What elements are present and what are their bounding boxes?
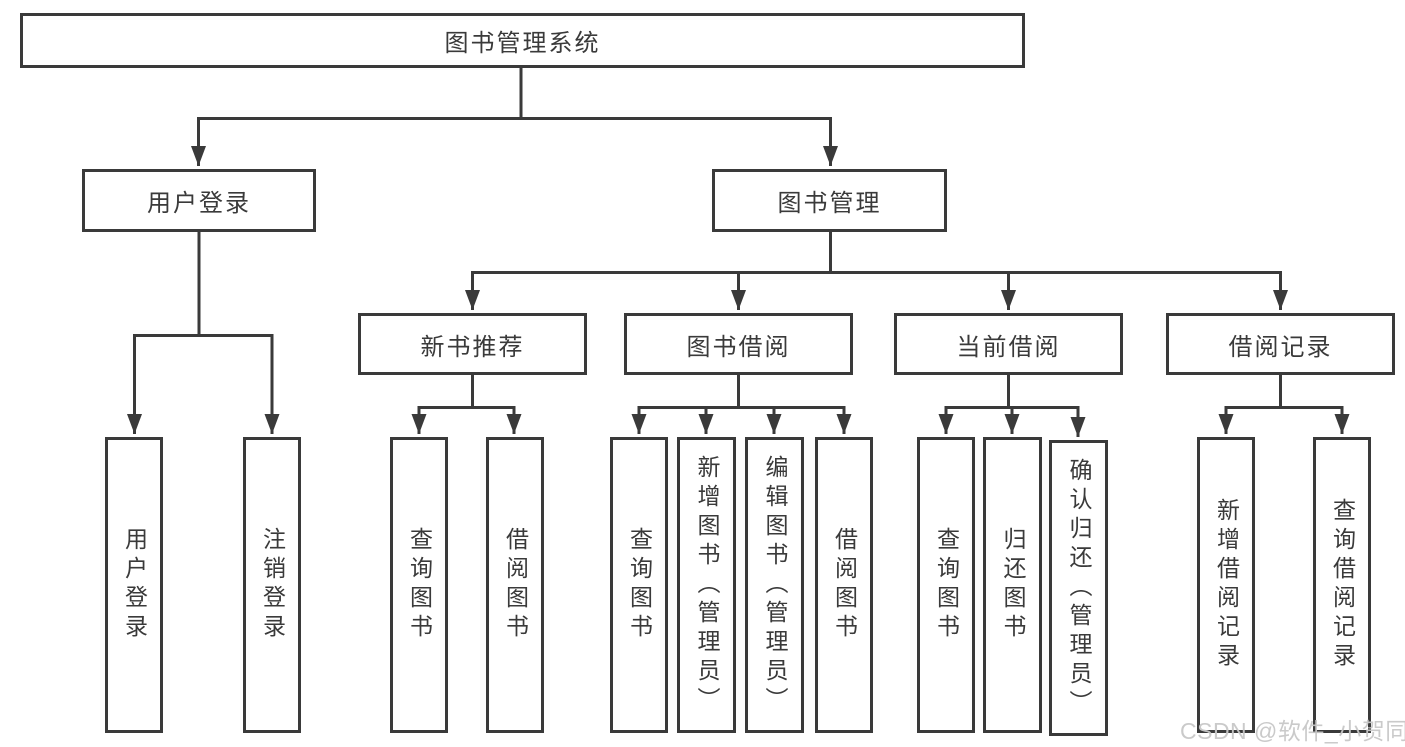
node-book-borrow-label: 图书借阅 xyxy=(686,333,791,361)
leaf-records-query-record: 查询借阅记录 xyxy=(1313,437,1371,733)
leaf-current-return-books-label: 归还图书 xyxy=(1000,527,1026,643)
node-book-management: 图书管理 xyxy=(712,169,947,232)
leaf-current-confirm-return-admin-label: 确认归还（管理员） xyxy=(1066,457,1092,719)
node-user-login: 用户登录 xyxy=(82,169,316,232)
leaf-logout: 注销登录 xyxy=(243,437,301,733)
node-user-login-label: 用户登录 xyxy=(147,190,251,217)
leaf-user-login: 用户登录 xyxy=(105,437,163,733)
node-new-book-recommend-label: 新书推荐 xyxy=(420,333,525,361)
leaf-borrow-edit-books-admin-label: 编辑图书（管理员） xyxy=(762,454,788,716)
node-borrow-records: 借阅记录 xyxy=(1166,313,1395,375)
leaf-borrow-borrow-books-label: 借阅图书 xyxy=(831,527,858,643)
connector-group xyxy=(127,68,1350,437)
leaf-logout-label: 注销登录 xyxy=(259,527,286,643)
node-system-root: 图书管理系统 xyxy=(20,13,1025,68)
leaf-recommend-borrow-books-label: 借阅图书 xyxy=(502,527,529,643)
node-new-book-recommend: 新书推荐 xyxy=(358,313,587,375)
node-borrow-records-label: 借阅记录 xyxy=(1228,333,1333,361)
leaf-current-query-books: 查询图书 xyxy=(917,437,975,733)
leaf-borrow-add-books-admin: 新增图书（管理员） xyxy=(677,437,736,733)
leaf-recommend-query-books-label: 查询图书 xyxy=(406,527,433,643)
node-current-borrow: 当前借阅 xyxy=(894,313,1123,375)
leaf-borrow-edit-books-admin: 编辑图书（管理员） xyxy=(745,437,804,733)
csdn-watermark: CSDN @软件_小贺同学 xyxy=(1180,718,1405,744)
leaf-borrow-add-books-admin-label: 新增图书（管理员） xyxy=(694,454,720,716)
leaf-borrow-query-books-label: 查询图书 xyxy=(626,527,653,643)
node-current-borrow-label: 当前借阅 xyxy=(956,333,1061,361)
leaf-user-login-label: 用户登录 xyxy=(121,527,148,643)
leaf-recommend-borrow-books: 借阅图书 xyxy=(486,437,544,733)
leaf-current-return-books: 归还图书 xyxy=(983,437,1042,733)
node-system-root-label: 图书管理系统 xyxy=(444,30,601,57)
leaf-records-add-record: 新增借阅记录 xyxy=(1197,437,1255,733)
leaf-records-add-record-label: 新增借阅记录 xyxy=(1213,498,1240,672)
leaf-records-query-record-label: 查询借阅记录 xyxy=(1329,498,1356,672)
leaf-borrow-borrow-books: 借阅图书 xyxy=(815,437,873,733)
leaf-current-confirm-return-admin: 确认归还（管理员） xyxy=(1049,440,1108,736)
leaf-recommend-query-books: 查询图书 xyxy=(390,437,448,733)
node-book-borrow: 图书借阅 xyxy=(624,313,853,375)
leaf-current-query-books-label: 查询图书 xyxy=(933,527,960,643)
node-book-management-label: 图书管理 xyxy=(777,190,882,217)
leaf-borrow-query-books: 查询图书 xyxy=(610,437,668,733)
